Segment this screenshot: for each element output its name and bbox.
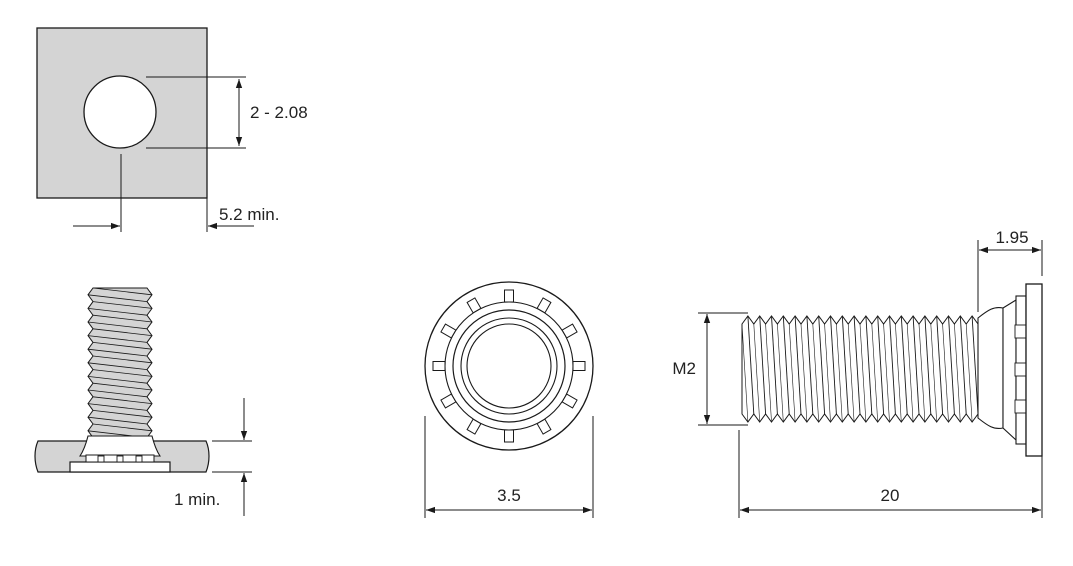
installed-stud-view: 1 min. <box>34 287 252 516</box>
thread-major-circle <box>460 317 558 415</box>
side-thread-profile <box>741 315 979 423</box>
stud-thread <box>87 287 153 439</box>
length-label: 20 <box>881 486 900 505</box>
thread-size-label: M2 <box>672 359 696 378</box>
head-height-label: 1.95 <box>995 228 1028 247</box>
mounting-hole <box>83 75 157 149</box>
side-head <box>1025 283 1043 457</box>
stud-side-view: 1.95 M2 20 <box>672 228 1043 518</box>
head-end-view: 3.5 <box>424 281 594 518</box>
stud-neck <box>78 435 162 457</box>
head-diameter-label: 3.5 <box>497 486 521 505</box>
side-thread-lines <box>741 315 979 423</box>
panel-hole-view: 2 - 2.08 5.2 min. <box>36 27 308 232</box>
stud-thread-lines <box>87 287 153 439</box>
thread-minor-circle <box>466 323 552 409</box>
hole-diameter-label: 2 - 2.08 <box>250 103 308 122</box>
edge-distance-label: 5.2 min. <box>219 205 279 224</box>
side-undercut <box>977 306 1004 430</box>
shank-circle <box>452 309 566 423</box>
serration-teeth <box>432 289 586 443</box>
sheet-thickness-label: 1 min. <box>174 490 220 509</box>
side-serrated-collar <box>1002 299 1017 442</box>
stud-head <box>69 461 171 473</box>
